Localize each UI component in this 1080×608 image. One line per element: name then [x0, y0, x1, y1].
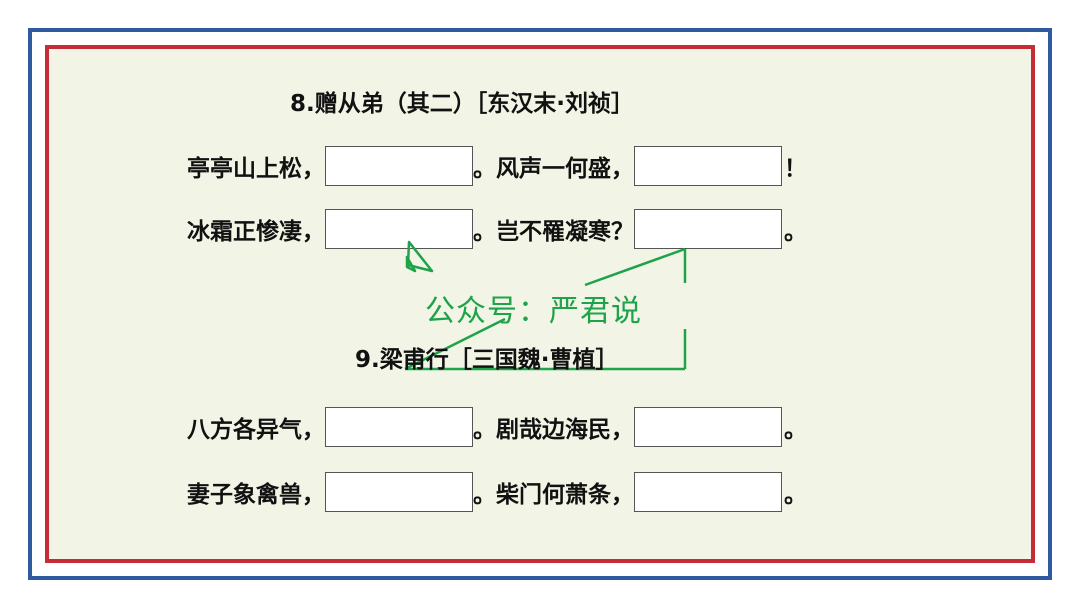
poem9-line1: 八方各异气， 。剧哉边海民， 。	[187, 405, 807, 449]
poem9-line2-blank-1[interactable]	[325, 472, 473, 512]
poem9-line2-part-b: 。柴门何萧条，	[473, 482, 634, 508]
poem9-line2-blank-2[interactable]	[634, 472, 782, 512]
inner-frame-red	[45, 45, 1035, 563]
poem9-line1-part-b: 。剧哉边海民，	[473, 417, 634, 443]
watermark-text: 公众号：严君说	[425, 294, 642, 329]
poem9-line2-end: 。	[784, 482, 807, 508]
poem8-line2: 冰霜正惨凄， 。岂不罹凝寒？ 。	[187, 207, 807, 251]
poem8-line1-part-b: 。风声一何盛，	[473, 156, 634, 182]
poem9-line2-part-a: 妻子象禽兽，	[187, 482, 325, 508]
poem8-line1-blank-2[interactable]	[634, 146, 782, 186]
poem8-line2-end: 。	[784, 219, 807, 245]
poem9-title: 9.梁甫行［三国魏·曹植］	[355, 347, 619, 373]
poem8-title: 8.赠从弟（其二）［东汉末·刘祯］	[290, 91, 634, 117]
poem9-line1-blank-1[interactable]	[325, 407, 473, 447]
poem8-line2-blank-2[interactable]	[634, 209, 782, 249]
poem8-line1-end: ！	[784, 156, 807, 182]
poem8-line2-part-a: 冰霜正惨凄，	[187, 219, 325, 245]
poem9-line2: 妻子象禽兽， 。柴门何萧条， 。	[187, 470, 807, 514]
poem9-line1-end: 。	[784, 417, 807, 443]
poem8-line2-blank-1[interactable]	[325, 209, 473, 249]
poem8-line1-part-a: 亭亭山上松，	[187, 156, 325, 182]
poem8-line2-part-b: 。岂不罹凝寒？	[473, 219, 634, 245]
poem8-line1: 亭亭山上松， 。风声一何盛， ！	[187, 144, 807, 188]
poem9-line1-part-a: 八方各异气，	[187, 417, 325, 443]
watermark-logo-icon	[404, 240, 687, 371]
poem9-line1-blank-2[interactable]	[634, 407, 782, 447]
poem8-line1-blank-1[interactable]	[325, 146, 473, 186]
